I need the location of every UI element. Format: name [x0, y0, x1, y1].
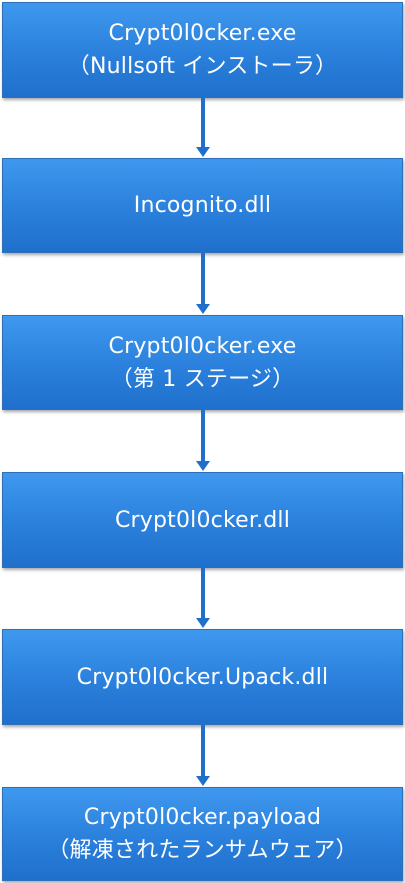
flow-arrow-3	[196, 410, 210, 471]
flow-step-5-title: Crypt0l0cker.Upack.dll	[76, 664, 329, 690]
flow-arrow-5	[196, 725, 210, 786]
flow-step-1-title: Crypt0l0cker.exe	[108, 21, 297, 46]
flow-step-1: Crypt0l0cker.exe （Nullsoft インストーラ）	[2, 2, 403, 98]
flow-step-1-subtitle: （Nullsoft インストーラ）	[67, 54, 338, 79]
flow-step-3: Crypt0l0cker.exe （第 1 ステージ）	[2, 315, 403, 410]
flow-step-4-title: Crypt0l0cker.dll	[114, 507, 291, 533]
flow-step-5: Crypt0l0cker.Upack.dll	[2, 629, 403, 725]
flow-step-2-title: Incognito.dll	[133, 193, 272, 218]
flow-step-3-subtitle: （第 1 ステージ）	[110, 366, 295, 392]
flow-step-6-title: Crypt0l0cker.payload	[83, 805, 322, 830]
flow-arrow-1	[196, 98, 210, 157]
flow-arrow-4	[196, 568, 210, 628]
flow-step-6: Crypt0l0cker.payload （解凍されたランサムウェア）	[2, 787, 403, 881]
flow-step-4: Crypt0l0cker.dll	[2, 472, 403, 568]
flow-arrow-2	[196, 253, 210, 314]
flow-step-3-title: Crypt0l0cker.exe	[108, 333, 297, 359]
flow-step-2: Incognito.dll	[2, 158, 403, 253]
flow-step-6-subtitle: （解凍されたランサムウェア）	[47, 838, 358, 863]
